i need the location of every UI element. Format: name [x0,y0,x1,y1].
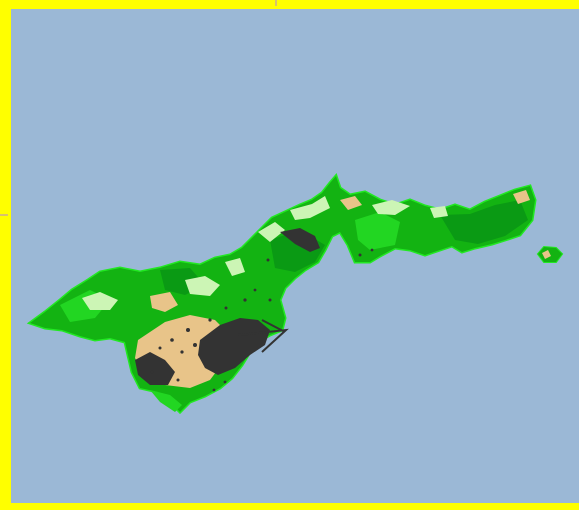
developed-speckle [150,248,374,392]
shrub-patch-6 [372,200,410,215]
forest-dark-patch-2 [440,200,528,244]
offshore-islet-bare [542,250,551,259]
shrub-patch-4 [258,222,285,242]
developed-area-2 [135,352,175,385]
developed-area-3 [280,228,320,252]
developed-area-1 [198,318,270,375]
main-island [26,173,537,415]
bare-patch-2 [150,292,178,312]
bare-patch-3 [340,196,362,210]
shrub-patch-3 [225,258,245,276]
forest-bright-patch-3 [150,390,182,412]
developed-lines [237,319,289,353]
shrub-patch-5 [290,196,330,220]
frame-tick-top [275,0,277,6]
shrub-patch-1 [82,292,118,310]
frame-tick-left [0,214,8,216]
forest-cover [30,176,535,412]
shrub-patch-2 [185,276,220,296]
offshore-islet [536,245,564,263]
shrub-patch-7 [430,206,448,218]
bare-patch-4 [513,190,530,204]
forest-bright-patch-2 [355,212,400,250]
